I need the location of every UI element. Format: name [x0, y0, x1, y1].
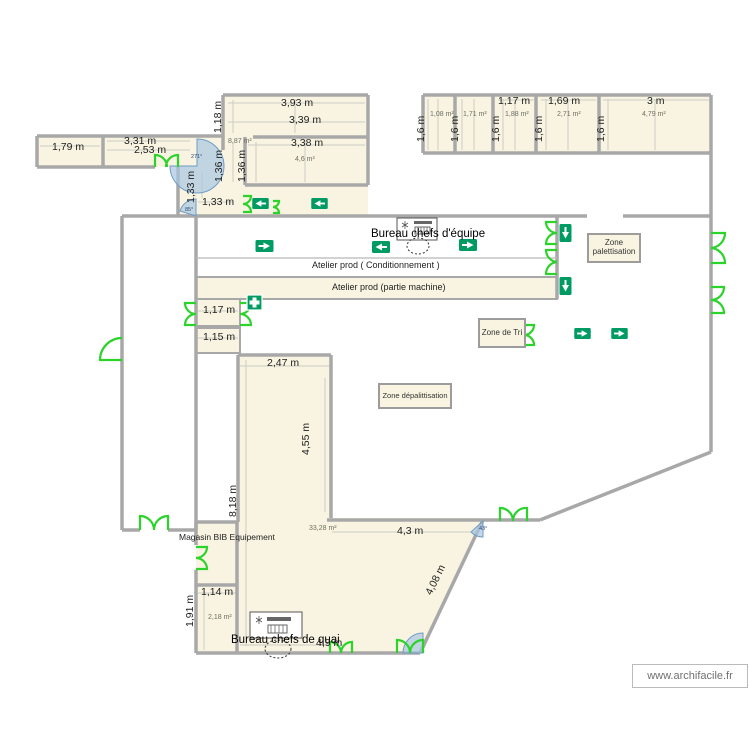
room-label-atelier-cond: Atelier prod ( Conditionnement ) [312, 260, 440, 270]
zone-label: Zone palettisation [592, 238, 636, 256]
door-quai-2[interactable] [395, 638, 425, 654]
zone-box-palettisation[interactable]: Zone palettisation [587, 233, 641, 263]
room-label-magasin: Magasin BIB Equipement [179, 532, 275, 542]
room-fills[interactable] [37, 95, 711, 653]
door-corridor-south[interactable] [138, 514, 170, 531]
walls[interactable] [35, 93, 713, 655]
dim-label: 4,55 m [300, 422, 312, 455]
dim-label: 2,53 m [134, 144, 167, 156]
area-label: 1,88 m² [505, 111, 529, 118]
dim-label: 1,91 m [184, 594, 196, 627]
dimension-lines [40, 99, 709, 650]
dim-label: 1,17 m [203, 304, 236, 316]
area-label: 2,71 m² [557, 111, 581, 118]
area-label: 33,28 m² [309, 525, 337, 532]
dim-label: 1,6 m [415, 115, 427, 142]
dim-label: 1,33 m [185, 170, 197, 203]
watermark-text: www.archifacile.fr [647, 670, 733, 682]
angle-arcs [169, 138, 484, 654]
first-aid-cross-icon[interactable] [246, 294, 263, 311]
door-arc-271 [169, 138, 225, 194]
room-label-bureau-equipe: Bureau chefs d'équipe [371, 228, 486, 240]
exit-arrow-right-icon[interactable] [255, 240, 274, 252]
dim-label: 1,18 m [212, 100, 224, 133]
inner-room-borders[interactable] [195, 276, 558, 354]
dim-label: 1,6 m [533, 115, 545, 142]
exit-arrow-down-icon[interactable] [559, 224, 572, 242]
area-label: 4,6 m² [295, 156, 315, 163]
zone-label: Zone de Tri [481, 327, 523, 337]
dim-label: 4,9 m [316, 637, 343, 649]
dim-label: 1,6 m [595, 115, 607, 142]
dim-label: 1,79 m [52, 141, 85, 153]
exit-arrow-left-icon[interactable] [311, 198, 328, 209]
area-label: 1,08 m² [430, 111, 454, 118]
angle-label: 271° [191, 154, 203, 160]
exit-arrow-right-icon[interactable] [574, 328, 591, 339]
door-arc-85 [179, 198, 197, 217]
door-atelier-1[interactable] [544, 220, 558, 246]
dim-label: 1,15 m [203, 331, 236, 343]
door-right-wall-1[interactable] [710, 231, 727, 265]
dim-label: 3,31 m [124, 135, 157, 147]
dim-label: 1,6 m [490, 115, 502, 142]
room-label-atelier-machine: Atelier prod (partie machine) [332, 282, 446, 292]
dim-label: 1,6 m [449, 115, 461, 142]
exit-arrow-right-icon[interactable] [459, 239, 477, 251]
exit-arrow-left-icon[interactable] [372, 241, 390, 253]
dim-label: 1,36 m [213, 149, 225, 182]
exit-arrow-left-icon[interactable] [252, 198, 269, 209]
room-label-bureau-quai: Bureau chefs de quai [231, 634, 340, 646]
door-hall-south[interactable] [498, 506, 529, 522]
area-label: 1,71 m² [463, 111, 487, 118]
dim-label: 8,18 m [227, 484, 239, 517]
desk-icon-bureau-equipe[interactable] [396, 217, 438, 255]
dim-label: 3,38 m [291, 137, 324, 149]
dim-label: 1,14 m [201, 586, 234, 598]
dim-label: 1,17 m [498, 95, 531, 107]
exit-arrow-down-icon[interactable] [559, 277, 572, 295]
zone-box-tri[interactable]: Zone de Tri [478, 318, 526, 348]
doors [98, 153, 727, 654]
dim-label: 4,3 m [397, 525, 424, 537]
dim-label: 1,33 m [202, 196, 235, 208]
door-sas-left[interactable] [183, 301, 197, 327]
dim-label: 2,47 m [267, 357, 300, 369]
area-label: 8,87 m² [228, 138, 252, 145]
dim-label: 3,93 m [281, 97, 314, 109]
angle-arc-43 [470, 519, 484, 538]
door-atelier-2[interactable] [544, 248, 558, 276]
zone-label: Zone dépalittisation [382, 390, 448, 400]
door-quai-1[interactable] [328, 640, 354, 654]
door-corridor-2[interactable] [272, 199, 281, 215]
door-right-wall-2[interactable] [710, 285, 726, 315]
exit-arrow-right-icon[interactable] [611, 328, 628, 339]
door-strip-bottom[interactable] [153, 153, 180, 168]
area-label: 4,79 m² [642, 111, 666, 118]
dim-label: 1,69 m [548, 95, 581, 107]
dim-label: 3,39 m [289, 114, 322, 126]
dim-label: 1,36 m [236, 149, 248, 182]
door-corridor-1[interactable] [242, 194, 253, 214]
door-magasin[interactable] [195, 545, 209, 571]
dim-label: 3 m [647, 95, 665, 107]
area-label: 2,18 m² [208, 614, 232, 621]
exit-signs [246, 198, 628, 339]
desk-icon-bureau-quai[interactable] [249, 611, 303, 659]
angle-label: 43° [479, 526, 488, 532]
watermark: www.archifacile.fr [632, 664, 748, 688]
zone-box-depalettisation[interactable]: Zone dépalittisation [378, 383, 452, 409]
angle-label: 85° [185, 207, 194, 213]
door-left-wall-swing[interactable] [98, 336, 123, 362]
